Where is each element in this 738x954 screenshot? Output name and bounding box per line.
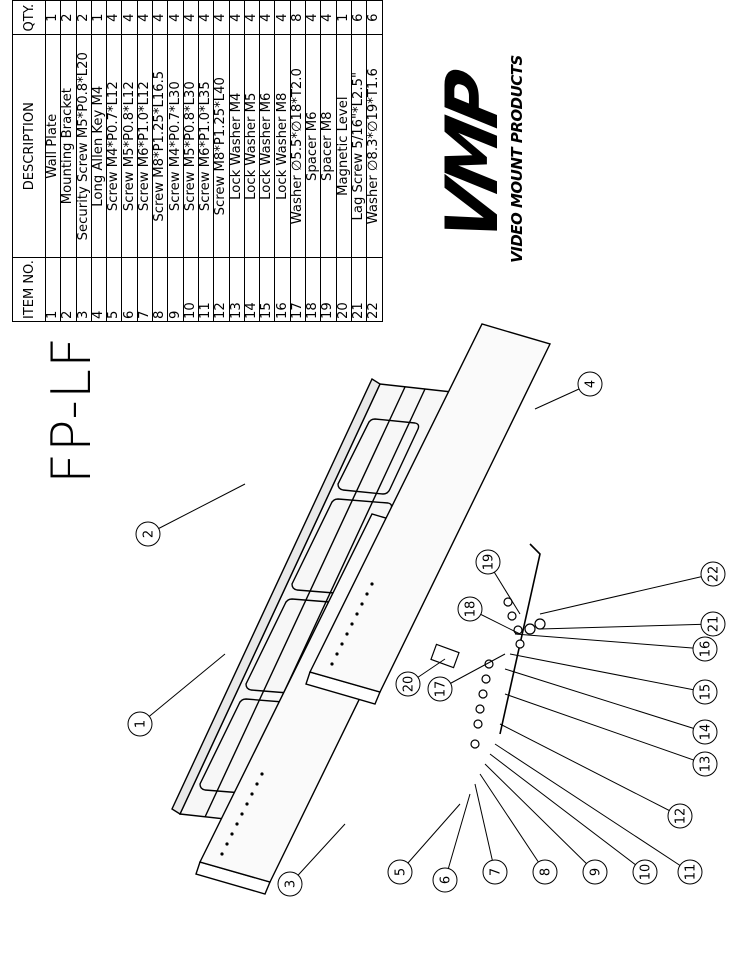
callout-balloon <box>692 636 718 662</box>
callout-label: 20 <box>402 676 417 693</box>
callout-balloon <box>432 867 458 893</box>
callout-3: 3 <box>277 823 346 897</box>
callout-label: 14 <box>699 724 714 741</box>
callout-1: 1 <box>127 653 226 737</box>
callout-leader-line <box>289 823 346 885</box>
callout-leader-line <box>139 653 226 725</box>
hardware-parts <box>430 597 546 749</box>
callout-leader-line <box>539 573 714 615</box>
callout-19: 19 <box>475 549 521 615</box>
callout-label: 7 <box>489 868 504 876</box>
callout-balloon <box>692 719 718 745</box>
callout-leader-line <box>509 653 706 693</box>
callout-label: 2 <box>142 530 157 538</box>
callout-16: 16 <box>514 633 718 662</box>
callout-label: 6 <box>439 876 454 884</box>
callout-balloon <box>667 803 693 829</box>
callout-11: 11 <box>494 743 703 885</box>
callout-label: 9 <box>589 868 604 876</box>
callout-label: 10 <box>639 864 654 881</box>
callout-leader-line <box>474 783 496 873</box>
callout-22: 22 <box>539 561 726 615</box>
callout-18: 18 <box>457 596 521 635</box>
callout-21: 21 <box>539 611 726 637</box>
callout-8: 8 <box>479 773 558 885</box>
callout-14: 14 <box>504 668 718 745</box>
callout-leader-line <box>499 723 681 817</box>
callout-label: 19 <box>482 554 497 571</box>
callout-label: 17 <box>434 681 449 698</box>
magnetic-level <box>430 643 460 669</box>
callout-7: 7 <box>474 783 508 885</box>
callout-leader-line <box>484 763 596 873</box>
callout-label: 1 <box>134 720 149 728</box>
callout-leader-line <box>479 773 546 873</box>
callout-17: 17 <box>427 653 506 702</box>
callout-balloon <box>582 859 608 885</box>
callout-label: 12 <box>674 808 689 825</box>
callout-leader-line <box>539 623 714 630</box>
callout-label: 3 <box>284 880 299 888</box>
callout-leader-line <box>494 743 691 873</box>
callout-label: 18 <box>464 601 479 618</box>
callout-balloon <box>692 751 718 777</box>
callout-label: 21 <box>707 616 722 633</box>
callout-balloon <box>135 521 161 547</box>
callout-balloon <box>127 711 153 737</box>
callout-balloon <box>387 859 413 885</box>
callout-5: 5 <box>387 803 461 885</box>
callout-balloon <box>677 859 703 885</box>
callout-leader-line <box>504 668 706 733</box>
callout-label: 11 <box>684 864 699 881</box>
callout-label: 8 <box>539 868 554 876</box>
callout-leader-line <box>399 803 461 873</box>
callout-leader-line <box>147 483 246 535</box>
callout-2: 2 <box>135 483 246 547</box>
callout-balloon <box>532 859 558 885</box>
callout-balloon <box>482 859 508 885</box>
callout-9: 9 <box>484 763 608 885</box>
callout-balloon <box>475 549 501 575</box>
callout-15: 15 <box>509 653 718 705</box>
callout-leader-line <box>504 693 706 765</box>
callout-label: 5 <box>394 868 409 876</box>
callout-20: 20 <box>395 658 446 697</box>
callout-leader-line <box>444 793 471 881</box>
callout-balloon <box>577 371 603 397</box>
callout-12: 12 <box>499 723 693 829</box>
callout-balloon <box>427 676 453 702</box>
callout-label: 4 <box>584 380 599 388</box>
callout-label: 15 <box>699 684 714 701</box>
callout-leader-line <box>489 753 646 873</box>
callout-label: 16 <box>699 641 714 658</box>
callout-4: 4 <box>534 371 603 410</box>
callout-balloon <box>700 611 726 637</box>
callout-6: 6 <box>432 793 471 893</box>
callout-label: 22 <box>707 566 722 583</box>
callout-balloon <box>395 671 421 697</box>
long-allen-key <box>499 543 541 735</box>
callout-10: 10 <box>489 753 658 885</box>
callout-balloon <box>700 561 726 587</box>
callout-balloon <box>277 871 303 897</box>
callout-13: 13 <box>504 693 718 777</box>
callout-balloon <box>457 596 483 622</box>
callout-leader-line <box>514 633 706 650</box>
callout-balloon <box>632 859 658 885</box>
callout-balloon <box>692 679 718 705</box>
mounting-brackets <box>195 323 551 895</box>
callout-label: 13 <box>699 756 714 773</box>
